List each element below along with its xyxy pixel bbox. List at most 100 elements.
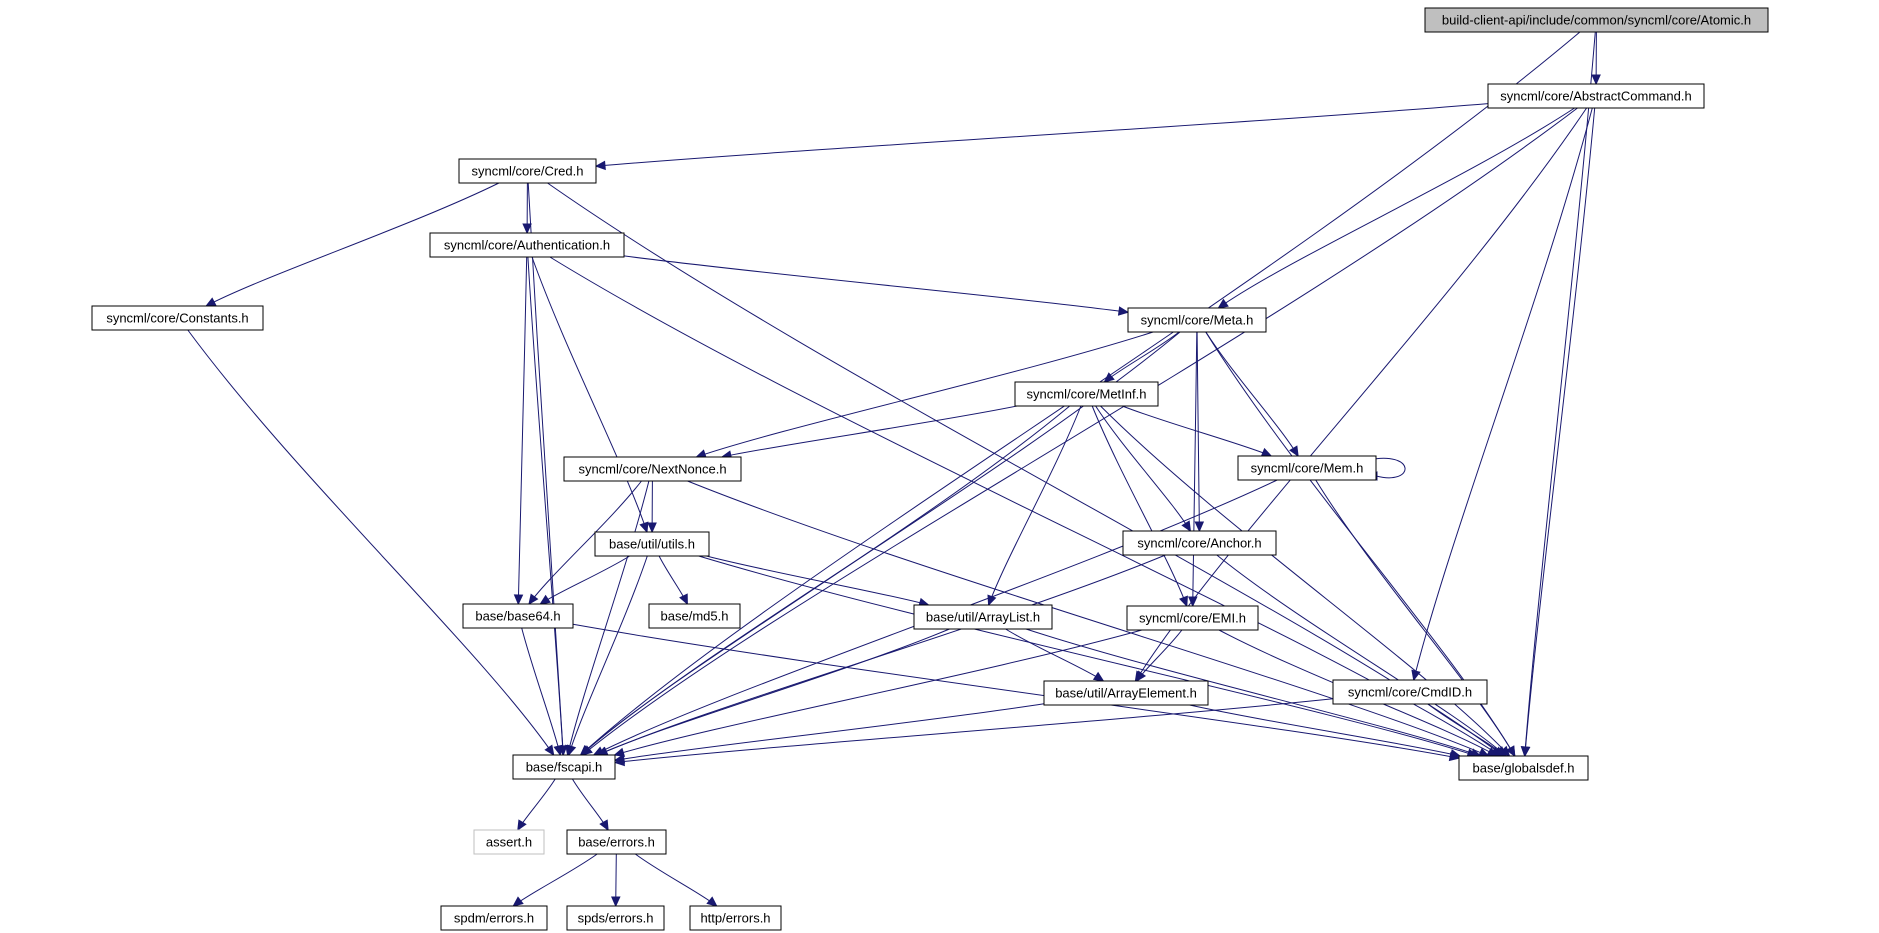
node-label: http/errors.h: [700, 911, 770, 926]
node-abstractcommand[interactable]: syncml/core/AbstractCommand.h: [1487, 83, 1705, 109]
edge-errors-to-spdserrors: [611, 853, 621, 908]
node-atomic: build-client-api/include/common/syncml/c…: [1424, 7, 1769, 33]
node-arrayelement[interactable]: base/util/ArrayElement.h: [1043, 680, 1209, 706]
node-box: [1043, 680, 1209, 706]
edge-cmdid-to-fscapi: [613, 698, 1334, 767]
node-meta[interactable]: syncml/core/Meta.h: [1127, 307, 1267, 333]
edge-utils-to-fscapi: [567, 555, 648, 757]
node-nextnonce[interactable]: syncml/core/NextNonce.h: [563, 456, 742, 482]
node-errors[interactable]: base/errors.h: [566, 829, 667, 855]
node-box: [512, 754, 616, 780]
node-label: base/util/ArrayElement.h: [1055, 686, 1197, 701]
edge-meta-to-emi: [1188, 331, 1198, 608]
node-httperrors[interactable]: http/errors.h: [689, 905, 782, 931]
edge-errors-to-spdmerrors: [512, 853, 598, 907]
node-box: [91, 305, 264, 331]
edge-meta-to-metinf: [1103, 331, 1180, 383]
dependency-edges: [187, 31, 1601, 908]
node-box: [1237, 455, 1377, 481]
node-label: base/fscapi.h: [526, 760, 603, 775]
edge-meta-to-nextnonce: [695, 331, 1154, 459]
node-metinf[interactable]: syncml/core/MetInf.h: [1014, 381, 1159, 407]
node-box: [473, 829, 545, 855]
node-box: [458, 158, 597, 184]
node-label: base/errors.h: [578, 835, 655, 850]
edge-nextnonce-to-base64: [528, 480, 642, 605]
node-spdserrors[interactable]: spds/errors.h: [566, 905, 665, 931]
edge-cmdid-to-globalsdef: [1427, 703, 1507, 757]
edge-arraylist-to-fscapi: [596, 628, 950, 756]
edge-constants-to-fscapi: [187, 329, 555, 757]
edge-fscapi-to-errors: [571, 778, 609, 832]
node-box: [1332, 679, 1488, 705]
node-label: spdm/errors.h: [454, 911, 534, 926]
edge-utils-to-globalsdef: [698, 555, 1478, 758]
node-base64[interactable]: base/base64.h: [462, 603, 574, 629]
edge-utils-to-md5: [658, 555, 688, 606]
node-globalsdef[interactable]: base/globalsdef.h: [1458, 755, 1589, 781]
node-label: base/util/ArrayList.h: [926, 610, 1040, 625]
node-box: [1122, 530, 1277, 556]
edge-authentication-to-meta: [623, 255, 1130, 316]
node-box: [689, 905, 782, 931]
node-box: [1126, 605, 1259, 631]
node-label: syncml/core/NextNonce.h: [578, 462, 726, 477]
node-label: base/globalsdef.h: [1473, 761, 1575, 776]
edge-errors-to-httperrors: [635, 853, 718, 907]
node-box: [563, 456, 742, 482]
edge-abstractcommand-to-fscapi: [581, 107, 1578, 756]
edge-metinf-to-arraylist: [987, 405, 1082, 607]
edge-arrayelement-to-globalsdef: [1189, 704, 1462, 759]
edge-cred-to-authentication: [522, 182, 532, 235]
edge-metinf-to-emi: [1091, 405, 1188, 608]
node-mem[interactable]: syncml/core/Mem.h: [1237, 455, 1377, 481]
node-label: syncml/core/MetInf.h: [1027, 387, 1147, 402]
node-spdmerrors[interactable]: spdm/errors.h: [440, 905, 548, 931]
node-emi[interactable]: syncml/core/EMI.h: [1126, 605, 1259, 631]
edge-base64-to-fscapi: [521, 627, 563, 757]
node-label: syncml/core/CmdID.h: [1348, 685, 1472, 700]
header-nodes: build-client-api/include/common/syncml/c…: [91, 7, 1769, 931]
node-label: base/md5.h: [661, 609, 729, 624]
node-authentication[interactable]: syncml/core/Authentication.h: [429, 232, 625, 258]
edge-atomic-to-globalsdef: [1520, 31, 1596, 758]
edge-meta-to-mem: [1205, 331, 1299, 458]
node-utils[interactable]: base/util/utils.h: [594, 531, 710, 557]
node-label: spds/errors.h: [578, 911, 654, 926]
edge-anchor-to-globalsdef: [1216, 554, 1508, 757]
node-label: syncml/core/Constants.h: [106, 311, 248, 326]
node-box: [648, 603, 741, 629]
node-cred[interactable]: syncml/core/Cred.h: [458, 158, 597, 184]
node-md5[interactable]: base/md5.h: [648, 603, 741, 629]
edge-metinf-to-anchor: [1095, 405, 1192, 533]
node-box: [594, 531, 710, 557]
edge-utils-to-arraylist: [706, 555, 930, 608]
node-box: [429, 232, 625, 258]
node-box: [1487, 83, 1705, 109]
node-assert: assert.h: [473, 829, 545, 855]
edge-nextnonce-to-utils: [647, 480, 657, 534]
node-label: syncml/core/Cred.h: [472, 164, 584, 179]
edge-abstractcommand-to-globalsdef: [1520, 107, 1596, 758]
edge-authentication-to-utils: [531, 256, 649, 534]
node-anchor[interactable]: syncml/core/Anchor.h: [1122, 530, 1277, 556]
node-fscapi[interactable]: base/fscapi.h: [512, 754, 616, 780]
node-box: [1424, 7, 1769, 33]
edge-metinf-to-fscapi: [579, 405, 1071, 756]
edge-emi-to-fscapi: [613, 629, 1143, 757]
node-box: [462, 603, 574, 629]
node-label: syncml/core/Anchor.h: [1137, 536, 1261, 551]
edge-base64-to-globalsdef: [572, 623, 1461, 762]
node-arraylist[interactable]: base/util/ArrayList.h: [913, 604, 1053, 630]
node-cmdid[interactable]: syncml/core/CmdID.h: [1332, 679, 1488, 705]
node-constants[interactable]: syncml/core/Constants.h: [91, 305, 264, 331]
edge-mem-to-globalsdef: [1315, 479, 1516, 758]
node-label: build-client-api/include/common/syncml/c…: [1442, 13, 1751, 28]
edge-emi-to-arrayelement: [1135, 629, 1183, 683]
edge-metinf-to-mem: [1122, 405, 1273, 457]
node-box: [1014, 381, 1159, 407]
node-label: syncml/core/Mem.h: [1251, 461, 1364, 476]
node-label: base/util/utils.h: [609, 537, 695, 552]
edge-arraylist-to-arrayelement: [1005, 628, 1105, 682]
